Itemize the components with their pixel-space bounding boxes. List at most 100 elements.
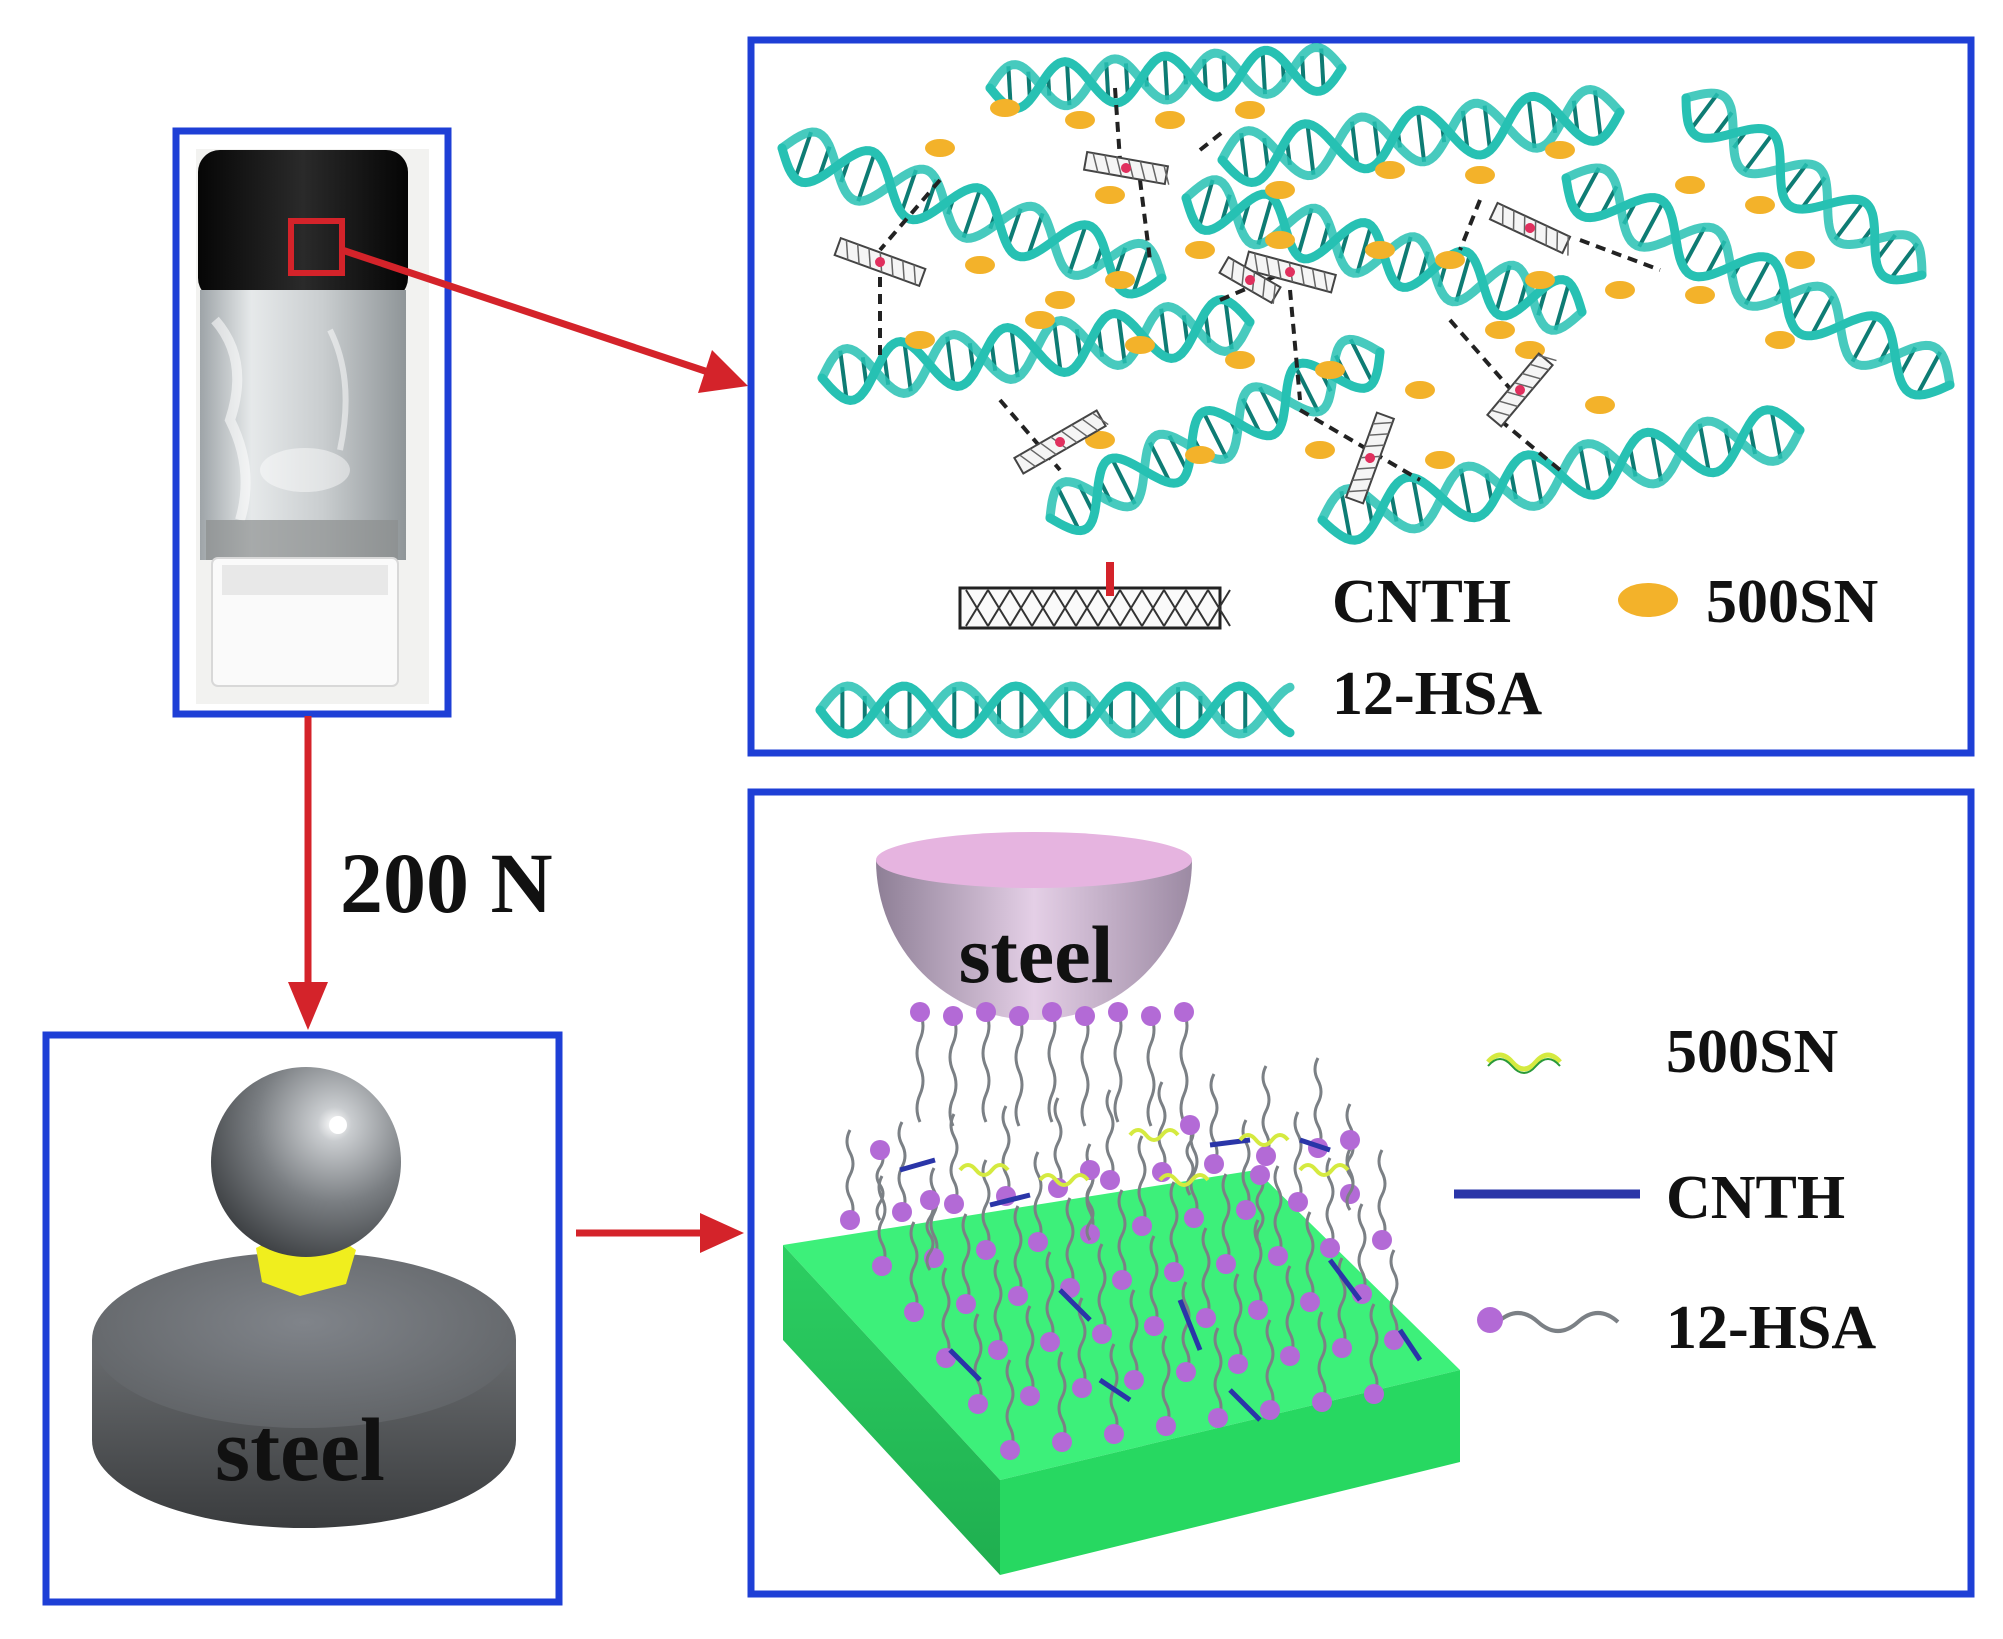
- hsa-tail: [1161, 1335, 1171, 1427]
- 500sn-droplet: [1095, 186, 1125, 204]
- 12-hsa-molecule: [968, 1313, 988, 1414]
- nanotube-site: [1515, 385, 1525, 395]
- 500sn-droplet: [1045, 291, 1075, 309]
- hsa-tail: [1233, 1273, 1243, 1365]
- hsa-head: [1236, 1200, 1256, 1220]
- helix-strand: [817, 302, 1255, 398]
- nanotube-lattice: [1523, 215, 1526, 236]
- helix-rung: [1159, 308, 1170, 358]
- hsa-head: [1104, 1424, 1124, 1444]
- helix-rung: [1769, 409, 1783, 460]
- legend-nanotube-lattice: [1097, 589, 1121, 627]
- upper-material-label: steel: [959, 909, 1114, 1000]
- 12-hsa-molecule: [1164, 1181, 1184, 1282]
- 12-hsa-molecule: [920, 1190, 940, 1271]
- 500sn-droplet: [1305, 441, 1335, 459]
- hsa-tail: [1389, 1249, 1399, 1341]
- cnth-nanotube: [1344, 411, 1396, 505]
- 12-hsa-molecule: [1372, 1149, 1392, 1250]
- hsa-tail: [1201, 1227, 1211, 1319]
- helix-fiber: [1561, 163, 1955, 400]
- legend-nanotube-lattice: [1185, 589, 1209, 627]
- nanotube-lattice: [1534, 220, 1537, 241]
- helix-strand: [1681, 93, 1927, 285]
- nanotube-lattice: [868, 248, 872, 269]
- cnth-rod: [1299, 1137, 1331, 1153]
- nanotube-lattice: [1071, 424, 1088, 438]
- hsa-tail: [1265, 1319, 1275, 1411]
- hsa-tail: [1377, 1149, 1387, 1241]
- 12-hsa-molecule: [1040, 1251, 1060, 1352]
- nanotube-lattice: [1116, 157, 1123, 177]
- 12-hsa-molecule: [1300, 1211, 1320, 1312]
- helix-rung: [1104, 62, 1111, 101]
- nanotube-lattice: [1512, 210, 1515, 231]
- hsa-head: [1132, 1216, 1152, 1236]
- helix-strand: [1217, 84, 1625, 181]
- hsa-head: [1384, 1330, 1404, 1350]
- hsa-tail: [1285, 1265, 1295, 1357]
- helix-rung: [1458, 468, 1472, 518]
- 12-hsa-molecule: [1112, 1189, 1132, 1290]
- 500sn-droplet: [1465, 166, 1495, 184]
- nanotube-lattice: [1060, 430, 1078, 444]
- cnth-nanotube: [1485, 352, 1557, 428]
- 12-hsa-molecule: [1141, 1006, 1161, 1127]
- helix-rung: [1578, 445, 1592, 496]
- hydrogen-bond: [1298, 408, 1422, 482]
- helix-rung: [1915, 351, 1943, 396]
- hsa-head: [1040, 1332, 1060, 1352]
- nanotube-lattice: [1356, 466, 1377, 470]
- hsa-tail: [1097, 1243, 1107, 1335]
- hsa-tail: [875, 1149, 885, 1221]
- hsa-head: [1216, 1254, 1236, 1274]
- helix-rung: [899, 169, 918, 214]
- hsa-tail: [1080, 1015, 1090, 1127]
- nanotube-lattice: [1311, 268, 1317, 289]
- 12-hsa-molecule: [1000, 1359, 1020, 1460]
- helix-strand: [777, 143, 1167, 299]
- 12-hsa-molecule: [1364, 1303, 1384, 1404]
- nanotube-lattice: [1537, 354, 1557, 362]
- load-arrow: [288, 716, 328, 1030]
- helix-rung: [1256, 196, 1274, 246]
- helix-rung: [1052, 322, 1063, 372]
- 500sn-droplet: [1265, 181, 1295, 199]
- nanotube-lattice: [1151, 163, 1158, 183]
- cnth-nanotube: [833, 236, 927, 288]
- legend-helix: [815, 681, 1295, 739]
- hsa-tail: [1149, 1235, 1159, 1327]
- hsa-tail: [1313, 1057, 1323, 1149]
- load-label: 200 N: [340, 835, 553, 931]
- oil-droplet-layer: [905, 99, 1815, 469]
- 500sn-droplet: [1785, 251, 1815, 269]
- 12-hsa-molecule: [996, 1105, 1016, 1206]
- hsa-head: [1340, 1130, 1360, 1150]
- hsa-tail: [1025, 1305, 1035, 1397]
- 500sn-droplet: [925, 139, 955, 157]
- 12-hsa-molecule: [1052, 1351, 1072, 1452]
- nanotube-lattice: [1491, 409, 1511, 417]
- hsa-tail: [961, 1213, 971, 1305]
- helix-fiber: [777, 127, 1167, 299]
- 500sn-droplet: [1185, 241, 1215, 259]
- helix-rung: [1411, 477, 1425, 527]
- hsa-tail: [1255, 1174, 1265, 1246]
- helix-rung: [1372, 121, 1382, 162]
- hsa-head: [1300, 1292, 1320, 1312]
- cnth-rod: [1397, 1328, 1423, 1362]
- hydrogen-bond: [1198, 128, 1227, 152]
- helix-strand: [815, 681, 1295, 739]
- helix-rung: [1781, 162, 1809, 197]
- helix-rung: [1637, 200, 1666, 248]
- hsa-tail: [1261, 1065, 1271, 1157]
- hsa-head: [910, 1002, 930, 1022]
- legend-nanotube-lattice: [1053, 589, 1077, 627]
- helix-rung: [1789, 286, 1812, 323]
- hsa-head: [1124, 1370, 1144, 1390]
- helix-strand: [1681, 88, 1927, 280]
- nanotube-lattice: [1139, 161, 1146, 181]
- 12-hsa-molecule: [1174, 1002, 1194, 1123]
- helix-rung: [1009, 328, 1020, 378]
